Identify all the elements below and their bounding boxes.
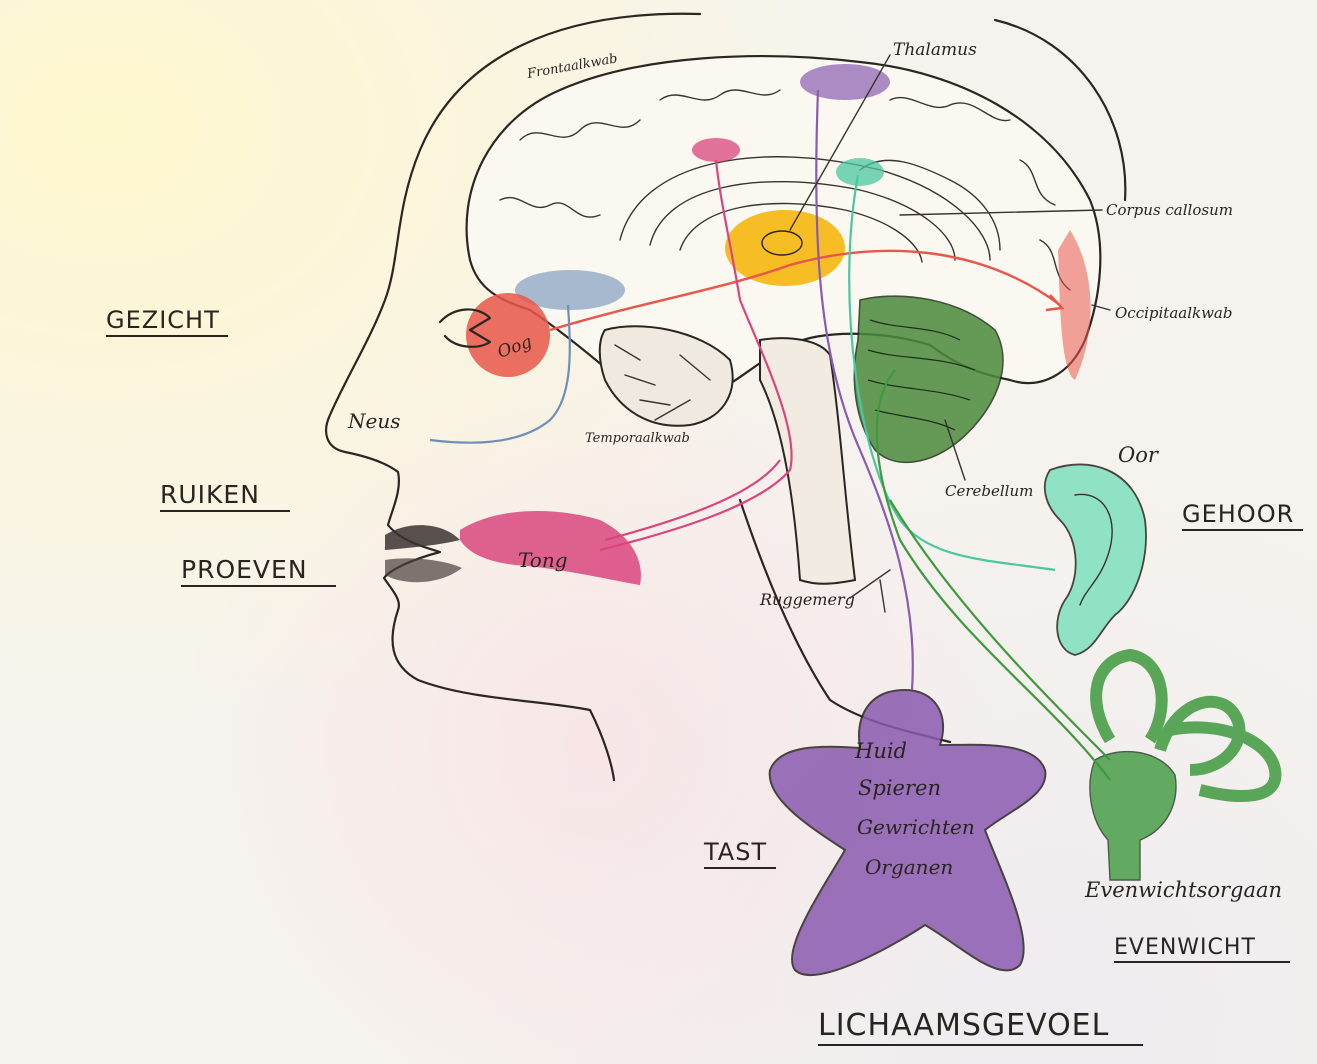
label-corpus-callosum: Corpus callosum [1106, 201, 1233, 219]
label-temporaalkwab: Temporaalkwab [585, 431, 690, 446]
category-label-gezicht: GEZICHT [106, 306, 220, 334]
label-cerebellum: Cerebellum [945, 482, 1033, 500]
label-ruggemerg: Ruggemerg [759, 590, 855, 609]
category-label-gehoor: GEHOOR [1182, 500, 1294, 528]
taste-cortex-area [692, 138, 740, 162]
category-proeven: PROEVEN [181, 555, 336, 586]
category-gezicht: GEZICHT [106, 306, 228, 336]
hearing-cortex-area [836, 158, 884, 186]
label-huid: Huid [854, 739, 907, 763]
category-label-lichaamsgevoel: LICHAAMSGEVOEL [818, 1008, 1109, 1043]
category-label-ruiken: RUIKEN [160, 480, 260, 509]
label-tong: Tong [518, 548, 568, 572]
category-label-tast: TAST [703, 838, 767, 866]
label-spieren: Spieren [858, 776, 941, 800]
label-neus: Neus [347, 409, 400, 433]
category-evenwicht: EVENWICHT [1114, 935, 1290, 962]
ear-organ [1045, 464, 1146, 655]
label-organen: Organen [865, 855, 953, 879]
category-gehoor: GEHOOR [1182, 500, 1303, 530]
category-ruiken: RUIKEN [160, 480, 290, 511]
touch-cortex-area [800, 64, 890, 100]
label-oor: Oor [1118, 443, 1160, 467]
label-evenwichtsorgaan: Evenwichtsorgaan [1084, 878, 1282, 902]
label-occipitaalkwab: Occipitaalkwab [1115, 304, 1232, 322]
category-label-proeven: PROEVEN [181, 555, 308, 584]
lips [385, 525, 460, 550]
thalamus-structure [725, 210, 845, 286]
brainstem [760, 338, 855, 584]
label-thalamus: Thalamus [893, 40, 977, 60]
category-label-evenwicht: EVENWICHT [1114, 935, 1256, 960]
label-gewrichten: Gewrichten [857, 815, 975, 839]
category-lichaamsgevoel: LICHAAMSGEVOEL [818, 1008, 1143, 1045]
category-tast: TAST [703, 838, 776, 868]
lower-lip [385, 558, 462, 582]
